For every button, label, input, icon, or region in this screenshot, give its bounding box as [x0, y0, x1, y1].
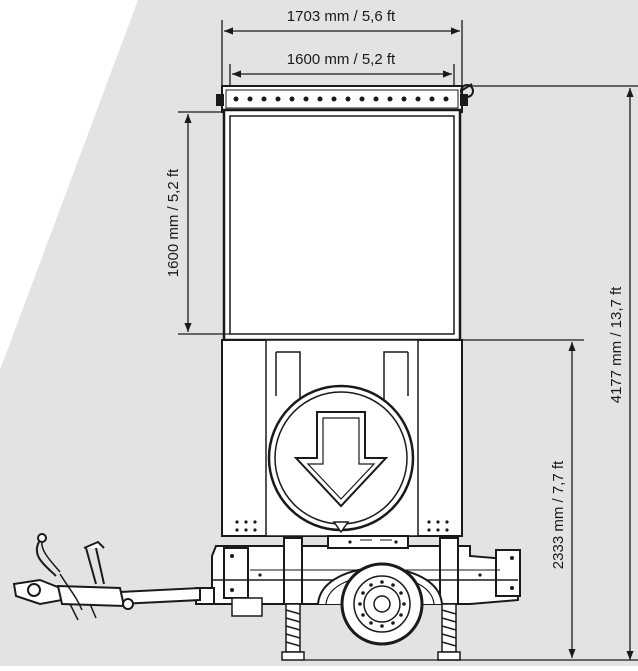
wheel-lug-holes [358, 580, 406, 628]
panel-width-label: 1600 mm / 5,2 ft [287, 51, 396, 68]
dimension-panel-height [178, 111, 230, 335]
center-mount [332, 521, 350, 534]
left-support-leg [281, 603, 305, 661]
dimension-overall-width [221, 20, 463, 86]
chassis-bolts [230, 540, 514, 592]
lower-height-label: 2333 mm / 7,7 ft [550, 460, 567, 569]
wheel [340, 562, 424, 646]
dimension-lower-height [304, 339, 638, 661]
right-support-leg [437, 603, 461, 661]
arrow-board [267, 384, 415, 532]
cabinet-screws [235, 520, 449, 532]
down-arrow-icon [293, 411, 389, 508]
display-panel [221, 85, 463, 342]
dimension-panel-width [229, 64, 455, 86]
tow-hitch [12, 533, 134, 621]
panel-height-label: 1600 mm / 5,2 ft [165, 168, 182, 277]
overall-height-label: 4177 mm / 13,7 ft [608, 286, 625, 404]
panel-top-bolts [216, 94, 468, 106]
hinge-knob-icon [460, 83, 474, 98]
dimension-overall-height [468, 85, 638, 660]
overall-width-label: 1703 mm / 5,6 ft [287, 8, 396, 25]
